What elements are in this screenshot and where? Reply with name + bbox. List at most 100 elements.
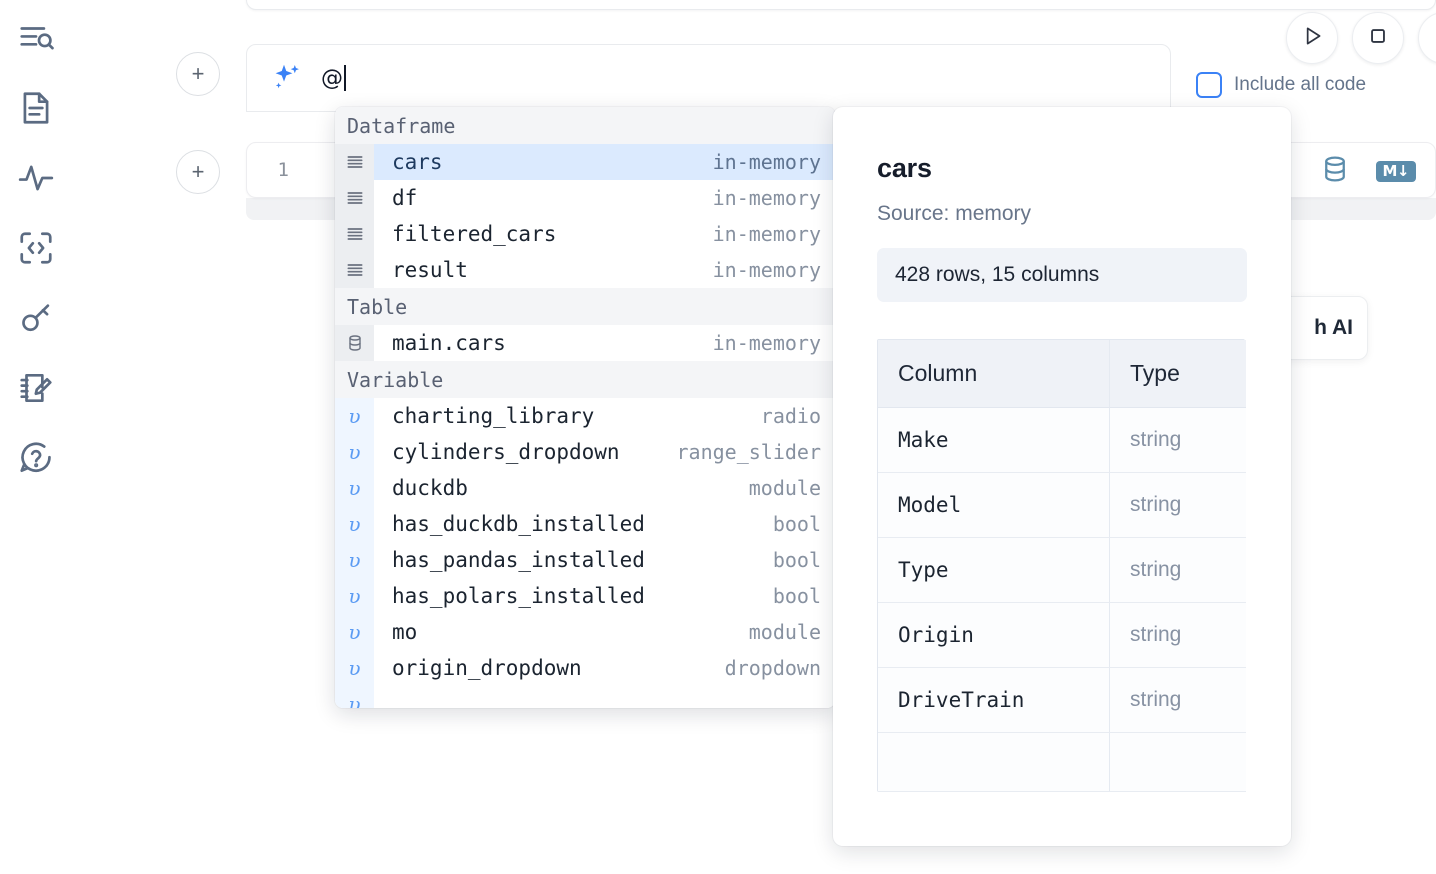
autocomplete-item-name: df (392, 186, 418, 210)
dataframe-icon (335, 252, 374, 288)
autocomplete-item-name: has_pandas_installed (392, 548, 645, 572)
autocomplete-item[interactable]: df in-memory (335, 180, 835, 216)
autocomplete-item-meta: bool (772, 512, 821, 536)
add-cell-button-top[interactable]: + (176, 52, 220, 96)
variable-icon: υ (335, 542, 374, 578)
autocomplete-item-meta: in-memory (712, 150, 821, 174)
table-cell-column (878, 733, 1110, 792)
cell-above-partial (246, 0, 1436, 10)
autocomplete-item-meta: in-memory (712, 186, 821, 210)
autocomplete-item-name: main.cars (392, 331, 506, 355)
sparkle-icon (269, 60, 305, 96)
table-row: Make string (878, 408, 1246, 473)
autocomplete-item-name: mo (392, 620, 418, 644)
add-cell-button-bottom[interactable]: + (176, 150, 220, 194)
column-type: string (1130, 493, 1182, 516)
column-name: DriveTrain (898, 688, 1025, 712)
autocomplete-item-name: cylinders_dropdown (392, 440, 620, 464)
explore-icon (17, 19, 55, 57)
run-controls (1286, 12, 1436, 64)
autocomplete-item-name: result (392, 258, 468, 282)
column-name: Type (898, 558, 949, 582)
sidebar-item-explore[interactable] (14, 16, 58, 60)
stop-icon (1365, 23, 1391, 54)
plus-icon: + (191, 61, 205, 86)
autocomplete-item-name: origin_dropdown (392, 656, 582, 680)
variable-icon: υ (335, 686, 374, 708)
database-icon[interactable] (1320, 154, 1350, 189)
autocomplete-item[interactable]: cars in-memory (335, 144, 835, 180)
column-type: string (1130, 623, 1182, 646)
sidebar-item-activity[interactable] (14, 156, 58, 200)
column-name: Make (898, 428, 949, 452)
table-cell-type (1110, 733, 1246, 792)
column-type: string (1130, 558, 1182, 581)
sidebar-item-secrets[interactable] (14, 296, 58, 340)
autocomplete-item[interactable]: main.cars in-memory (335, 325, 835, 361)
run-button[interactable] (1286, 12, 1338, 64)
stop-button[interactable] (1352, 12, 1404, 64)
markdown-icon[interactable]: M↓ (1375, 161, 1416, 182)
autocomplete-item-meta: in-memory (712, 331, 821, 355)
include-all-code-label: Include all code (1234, 74, 1367, 95)
column-name: Origin (898, 623, 974, 647)
autocomplete-item-name: cars (392, 150, 443, 174)
more-actions-button[interactable] (1418, 12, 1436, 64)
autocomplete-item-name: charting_library (392, 404, 595, 428)
autocomplete-item-meta: bool (772, 548, 821, 572)
help-icon (17, 439, 55, 477)
column-type: string (1130, 428, 1182, 451)
table-row: Type string (878, 538, 1246, 603)
sidebar-item-scratchpad[interactable] (14, 366, 58, 410)
table-cell-column: Model (878, 473, 1110, 538)
autocomplete-item[interactable]: υ (335, 686, 835, 708)
column-name: Model (898, 493, 962, 517)
preview-title: cars (877, 153, 932, 183)
table-cell-column: Type (878, 538, 1110, 603)
table-cell-column: Make (878, 408, 1110, 473)
table-cell-type: string (1110, 668, 1246, 733)
sidebar-item-code[interactable] (14, 226, 58, 270)
ai-prompt-input[interactable]: @ (321, 65, 346, 91)
autocomplete-item-name: has_polars_installed (392, 584, 645, 608)
table-cell-column: DriveTrain (878, 668, 1110, 733)
code-icon (17, 229, 55, 267)
table-cell-type: string (1110, 603, 1246, 668)
ai-prompt-box[interactable]: @ (246, 44, 1171, 112)
autocomplete-item[interactable]: υ has_pandas_installed bool (335, 542, 835, 578)
table-row: DriveTrain string (878, 668, 1246, 733)
autocomplete-item-meta: module (748, 476, 821, 500)
variable-icon: υ (335, 398, 374, 434)
document-icon (17, 89, 55, 127)
sidebar-item-help[interactable] (14, 436, 58, 480)
table-row (878, 733, 1246, 792)
ai-prompt-row: + @ (176, 44, 1436, 124)
mention-autocomplete-panel[interactable]: Dataframe cars in-memory df in-memory filtere… (335, 107, 835, 708)
table-cell-column: Origin (878, 603, 1110, 668)
table-header-cell: Type (1110, 340, 1246, 408)
include-all-code-checkbox[interactable] (1196, 72, 1222, 98)
table-icon (335, 325, 374, 361)
autocomplete-section-header: Dataframe (335, 107, 835, 144)
dataframe-icon (335, 180, 374, 216)
variable-icon: υ (335, 578, 374, 614)
autocomplete-item-meta: range_slider (676, 440, 822, 464)
dataframe-icon (335, 144, 374, 180)
sidebar-item-notebook[interactable] (14, 86, 58, 130)
autocomplete-item-name: duckdb (392, 476, 468, 500)
variable-icon: υ (335, 470, 374, 506)
autocomplete-item-name: filtered_cars (392, 222, 557, 246)
ai-tooltip-label: h AI (1314, 316, 1353, 339)
autocomplete-item-name: has_duckdb_installed (392, 512, 645, 536)
